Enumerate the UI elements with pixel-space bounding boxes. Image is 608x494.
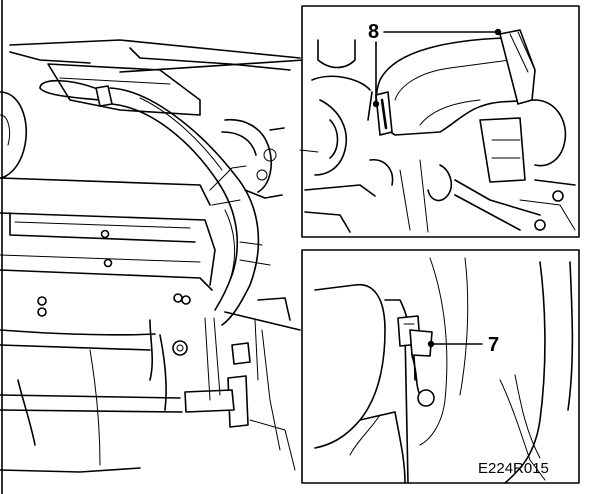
figure-reference-code: E224R015 — [478, 460, 549, 477]
callout-7-label: 7 — [488, 334, 499, 356]
sensor-connector — [397, 315, 435, 407]
main-engine-view — [0, 0, 301, 494]
callout-8-label: 8 — [368, 21, 379, 43]
callout-8: 8 — [368, 21, 502, 108]
air-intake-hose — [39, 79, 260, 326]
inset-leader-lines — [119, 59, 305, 331]
connector-cluster — [172, 317, 281, 451]
callout-7: 7 — [427, 334, 499, 356]
bolt-heads — [37, 229, 191, 317]
detail-inset-bottom: 7 E224R015 — [301, 249, 580, 484]
detail-inset-top: 8 — [299, 5, 580, 238]
